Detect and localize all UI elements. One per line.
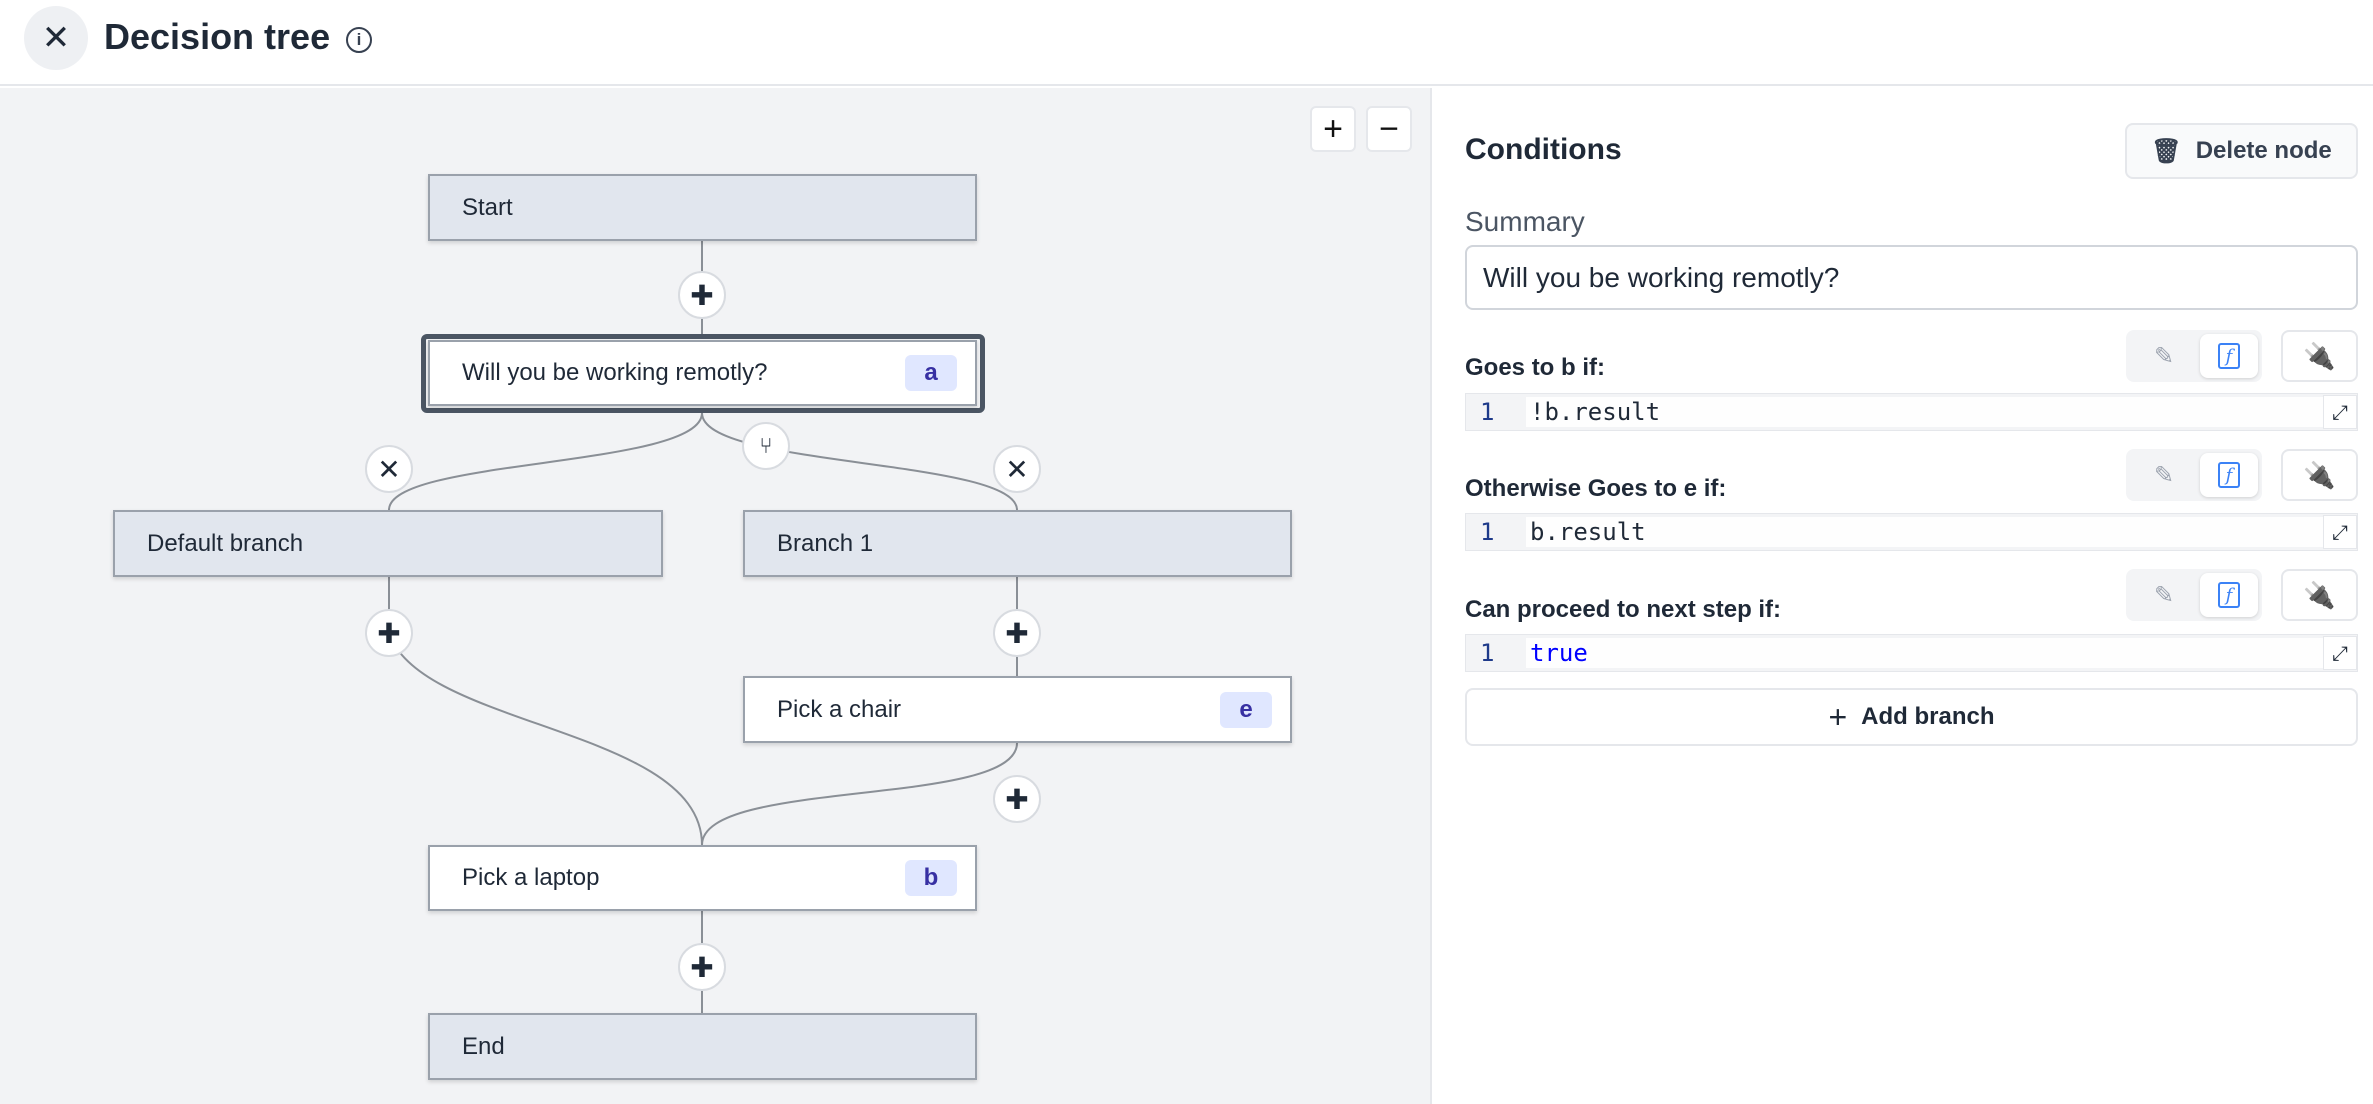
condition-label: Goes to b if:: [1465, 354, 1605, 381]
node-label: Branch 1: [777, 529, 874, 557]
pencil-icon[interactable]: ✎: [2153, 342, 2175, 370]
mode-toggle: ✎f: [2126, 330, 2262, 382]
node-label: Will you be working remotly?: [462, 359, 768, 386]
add-step-icon[interactable]: ✚: [678, 271, 726, 319]
edge: [388, 632, 703, 846]
add-step-icon[interactable]: ✚: [993, 775, 1041, 823]
plus-icon: +: [1828, 698, 1848, 735]
summary-label: Summary: [1465, 206, 1585, 237]
expand-icon[interactable]: ⤢: [2323, 395, 2357, 429]
edge: [388, 412, 703, 511]
node-start[interactable]: Start: [428, 174, 977, 241]
code-editor[interactable]: 1 true⤢: [1465, 634, 2358, 672]
header: ✕ Decision tree i: [0, 0, 2373, 86]
delete-node-label: Delete node: [2195, 137, 2332, 164]
info-icon[interactable]: i: [346, 27, 372, 53]
node-question[interactable]: Will you be working remotly? a: [428, 340, 977, 406]
close-icon[interactable]: ✕: [24, 6, 88, 70]
function-icon[interactable]: f: [2200, 453, 2258, 497]
node-label: Start: [462, 193, 513, 221]
pencil-icon[interactable]: ✎: [2153, 461, 2175, 489]
code-editor[interactable]: 1 b.result⤢: [1465, 513, 2358, 551]
condition-label: Otherwise Goes to e if:: [1465, 475, 1727, 502]
node-end[interactable]: End: [428, 1013, 977, 1080]
conditions-panel: Conditions 🗑 Delete node Summary Will you…: [1434, 88, 2373, 1104]
code-editor[interactable]: 1 !b.result⤢: [1465, 393, 2358, 431]
remove-branch-icon[interactable]: ✕: [365, 445, 413, 493]
add-branch-button[interactable]: + Add branch: [1465, 688, 2358, 746]
add-branch-icon[interactable]: ⑂: [742, 422, 790, 470]
line-number: 1: [1480, 518, 1495, 546]
plug-icon[interactable]: 🔌: [2281, 449, 2358, 501]
node-badge: a: [905, 355, 957, 391]
node-badge: e: [1220, 691, 1272, 728]
edge: [701, 412, 1018, 511]
remove-branch-icon[interactable]: ✕: [993, 445, 1041, 493]
node-pick-a-chair[interactable]: Pick a chair e: [743, 676, 1292, 743]
node-default-branch[interactable]: Default branch: [113, 510, 663, 577]
expand-icon[interactable]: ⤢: [2323, 515, 2357, 549]
condition-label: Can proceed to next step if:: [1465, 596, 1782, 623]
node-badge: b: [905, 860, 957, 896]
line-number: 1: [1480, 639, 1495, 667]
plug-icon[interactable]: 🔌: [2281, 569, 2358, 621]
code-text[interactable]: !b.result: [1526, 397, 2323, 427]
flow-canvas[interactable]: + − Start ✚ Will you be working remotly?…: [0, 88, 1432, 1104]
zoom-in-button[interactable]: +: [1310, 106, 1356, 152]
node-label: End: [462, 1032, 505, 1060]
add-step-icon[interactable]: ✚: [678, 943, 726, 991]
add-step-icon[interactable]: ✚: [365, 609, 413, 657]
node-label: Default branch: [147, 529, 304, 557]
plug-icon[interactable]: 🔌: [2281, 330, 2358, 382]
code-text[interactable]: b.result: [1526, 517, 2323, 547]
delete-node-button[interactable]: 🗑 Delete node: [2125, 123, 2358, 179]
zoom-out-button[interactable]: −: [1366, 106, 1412, 152]
node-label: Pick a laptop: [462, 864, 600, 891]
node-branch-1[interactable]: Branch 1: [743, 510, 1292, 577]
selected-outline: [421, 334, 985, 413]
summary-input[interactable]: Will you be working remotly?: [1465, 245, 2358, 310]
node-label: Pick a chair: [777, 695, 902, 723]
trash-icon: 🗑: [2151, 137, 2182, 165]
edge: [701, 742, 1018, 846]
mode-toggle: ✎f: [2126, 569, 2262, 621]
add-step-icon[interactable]: ✚: [993, 609, 1041, 657]
panel-title: Conditions: [1465, 133, 1622, 166]
code-text[interactable]: true: [1526, 638, 2323, 668]
function-icon[interactable]: f: [2200, 334, 2258, 378]
expand-icon[interactable]: ⤢: [2323, 636, 2357, 670]
page-title: Decision tree: [104, 16, 331, 57]
node-pick-a-laptop[interactable]: Pick a laptop b: [428, 845, 977, 911]
add-branch-label: Add branch: [1861, 703, 1995, 730]
pencil-icon[interactable]: ✎: [2153, 581, 2175, 609]
function-icon[interactable]: f: [2200, 573, 2258, 617]
line-number: 1: [1480, 398, 1495, 426]
mode-toggle: ✎f: [2126, 449, 2262, 501]
